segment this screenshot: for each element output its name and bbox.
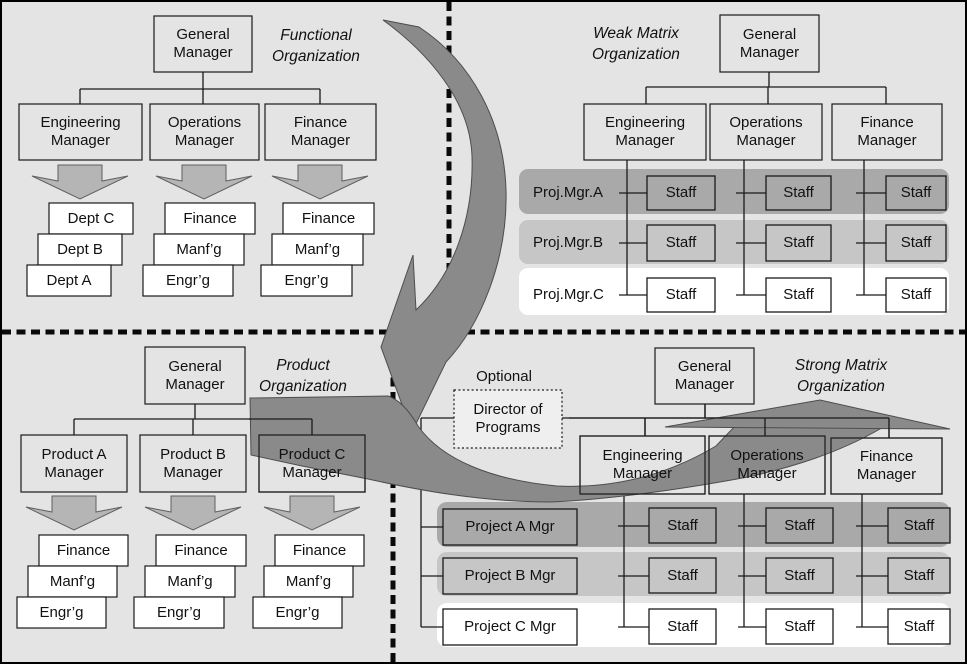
product-boxes [16,346,366,629]
dept-box [144,565,236,598]
arrow-product-to-strong-matrix-head-icon [664,399,951,430]
manager-box [264,103,377,161]
block-arrow-down-icon [31,164,129,200]
dept-box [16,596,107,629]
general-manager-box [153,15,253,73]
staff-box [765,557,834,594]
weak-band-project-b [519,220,949,264]
project-manager-box [442,608,578,646]
dept-box [164,202,256,235]
dept-box [155,534,247,567]
block-arrow-down-icon [263,495,361,531]
staff-box [646,224,716,262]
weak-band-project-a [519,169,949,214]
functional-boxes [18,15,377,297]
overlay-strokes [249,404,943,495]
dept-box [37,233,123,266]
dept-box [26,264,112,297]
dept-box [260,264,353,297]
dept-box [38,534,129,567]
staff-box [887,557,951,594]
manager-box-outline [830,437,943,495]
manager-box [583,103,707,161]
manager-box [139,434,247,493]
manager-box-outline [708,435,826,495]
manager-box [709,103,823,161]
strong-matrix-rail-overlay [569,404,890,438]
staff-box [885,175,947,211]
staff-box [765,608,834,645]
staff-box [765,224,832,262]
general-manager-box [719,14,820,73]
functional-block-arrows [31,164,369,200]
dept-box [27,565,118,598]
project-manager-box [442,508,578,546]
staff-box [646,175,716,211]
general-manager-box [144,346,246,405]
manager-box-outline [579,435,706,495]
functional-connectors [79,72,321,104]
weak-band-project-c [519,268,949,315]
manager-box [18,103,143,161]
manager-box [830,437,943,495]
staff-box [765,277,832,313]
transition-arrows [249,19,951,503]
staff-box [648,557,717,594]
staff-box [765,507,834,544]
dept-box [263,565,354,598]
dept-box [274,534,365,567]
dept-box [271,233,364,266]
staff-box [885,277,947,313]
block-arrow-down-icon [144,495,242,531]
product-connectors [73,404,313,435]
manager-box [831,103,943,161]
dept-box [252,596,343,629]
staff-box [885,224,947,262]
staff-box [648,608,717,645]
weak-matrix-connectors [619,72,887,296]
dept-box [282,202,375,235]
staff-box [765,175,832,211]
director-of-programs-box [453,389,563,449]
manager-box-outline [258,434,366,493]
manager-box [149,103,260,161]
block-arrow-down-icon [25,495,123,531]
product-rail-overlay [249,418,313,435]
dept-box [153,233,245,266]
block-arrow-down-icon [155,164,253,200]
arrow-product-to-strong-matrix-body-icon [249,395,881,503]
staff-box [887,608,951,645]
staff-box [887,507,951,544]
dept-box [48,202,134,235]
block-arrow-down-icon [271,164,369,200]
staff-box [646,277,716,313]
general-manager-box [654,347,755,405]
weak-matrix-boxes [583,14,947,313]
weak-matrix-bands [519,169,949,315]
dept-box [142,264,234,297]
product-block-arrows [25,495,361,531]
staff-box [648,507,717,544]
arrow-functional-to-product-icon [380,19,507,434]
manager-box [20,434,128,493]
project-manager-box [442,557,578,595]
dept-box [133,596,225,629]
